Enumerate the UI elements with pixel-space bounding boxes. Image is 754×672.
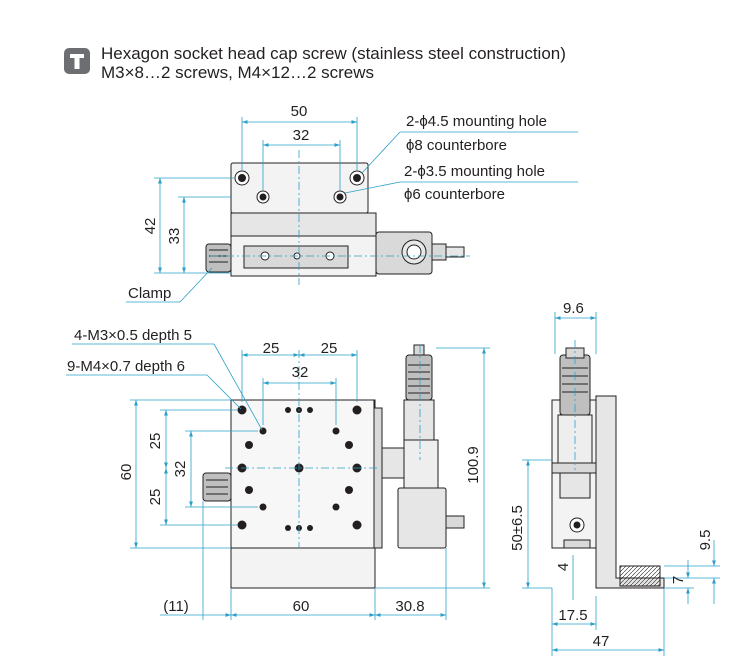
dim-front-32: 32 bbox=[292, 364, 309, 381]
dim-front-offset-11: (11) bbox=[163, 598, 189, 615]
screw-note-line-2: M3×8…2 screws, M4×12…2 screws bbox=[101, 63, 375, 82]
dim-front-25-left: 25 bbox=[263, 340, 280, 357]
dim-side-height-50: 50±6.5 bbox=[509, 505, 526, 551]
callout-counterbore-8: ϕ8 counterbore bbox=[406, 137, 507, 154]
callout-hole-45: 2-ϕ4.5 mounting hole bbox=[406, 113, 547, 130]
dim-front-height-60: 60 bbox=[118, 464, 135, 481]
screw-note-text: Hexagon socket head cap screw (stainless… bbox=[101, 44, 701, 82]
dim-front-width-60: 60 bbox=[293, 598, 310, 615]
screw-note-line-1: Hexagon socket head cap screw (stainless… bbox=[101, 44, 566, 63]
dim-front-extension-30-8: 30.8 bbox=[395, 598, 424, 615]
side-view: 9.6 50±6.5 4 9.5 7 17.5 47 bbox=[509, 300, 720, 656]
callout-m3-tapped: 4-M3×0.5 depth 5 bbox=[74, 327, 192, 344]
dim-front-overall-height: 100.9 bbox=[465, 446, 482, 484]
dim-side-17-5: 17.5 bbox=[558, 607, 587, 624]
t-bar-icon bbox=[64, 48, 90, 74]
front-view: 25 25 32 60 25 32 25 100.9 (11) 60 30.8 … bbox=[66, 327, 490, 620]
dim-top-width-32: 32 bbox=[293, 127, 310, 144]
dim-side-width-9-6: 9.6 bbox=[563, 300, 584, 317]
side-view-body bbox=[551, 347, 665, 589]
dim-front-left-25-upper: 25 bbox=[147, 433, 164, 450]
dim-front-left-25-lower: 25 bbox=[147, 489, 164, 506]
dim-top-height-33: 33 bbox=[166, 228, 183, 245]
callout-m4-tapped: 9-M4×0.7 depth 6 bbox=[67, 358, 185, 375]
dim-top-height-42: 42 bbox=[142, 218, 159, 235]
dim-front-25-right: 25 bbox=[321, 340, 338, 357]
dim-front-left-32: 32 bbox=[172, 461, 189, 478]
callout-hole-35: 2-ϕ3.5 mounting hole bbox=[404, 163, 545, 180]
dim-side-47: 47 bbox=[593, 633, 610, 650]
top-view: 50 32 42 33 2-ϕ4.5 mounting hole ϕ8 coun… bbox=[126, 103, 578, 303]
dim-side-9-5: 9.5 bbox=[697, 530, 714, 551]
dim-side-7: 7 bbox=[670, 576, 687, 584]
callout-counterbore-6: ϕ6 counterbore bbox=[404, 186, 505, 203]
front-view-body bbox=[202, 344, 465, 589]
dim-top-width-50: 50 bbox=[291, 103, 308, 120]
dim-side-4: 4 bbox=[555, 563, 572, 571]
clamp-label: Clamp bbox=[128, 285, 171, 302]
